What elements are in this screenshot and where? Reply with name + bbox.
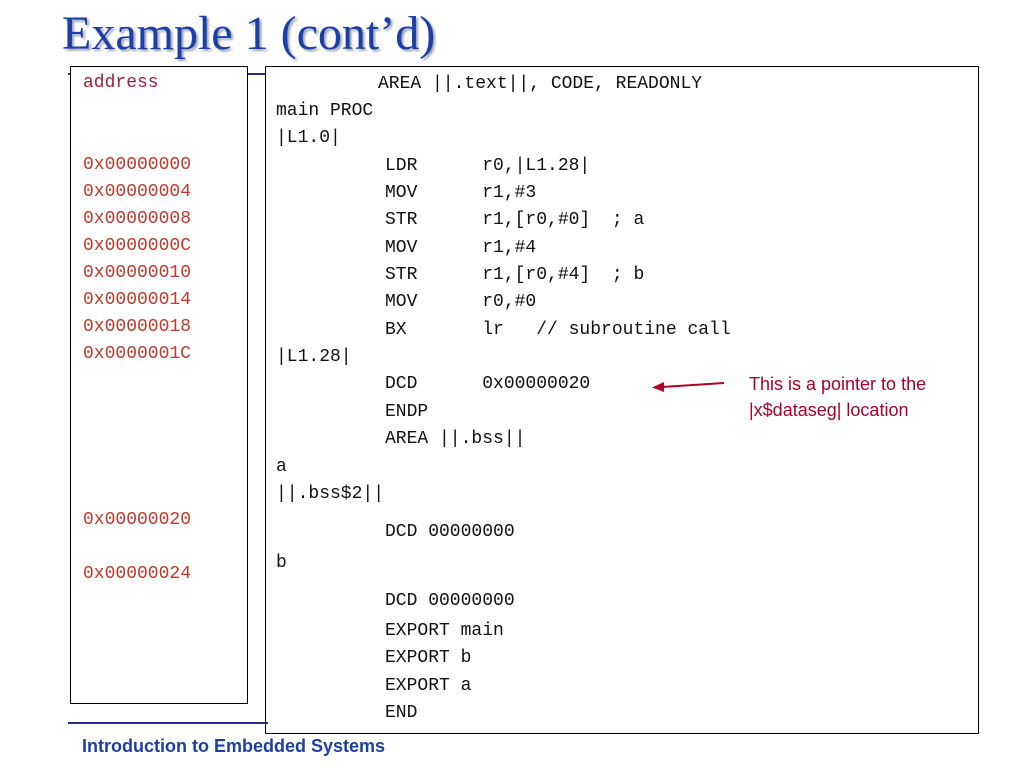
code-line: DCD 00000000 xyxy=(385,522,515,542)
address-item: 0x00000010 xyxy=(83,263,192,283)
code-line: EXPORT main xyxy=(385,621,504,641)
code-line: a xyxy=(276,457,287,477)
slide-footer: Introduction to Embedded Systems xyxy=(82,736,386,756)
pointer-arrow-icon xyxy=(652,382,725,392)
bottom-divider xyxy=(68,722,268,724)
code-line: main PROC xyxy=(276,101,374,121)
code-line: AREA ||.bss|| xyxy=(385,429,526,449)
code-line: ENDP xyxy=(385,402,429,422)
address-item: 0x00000014 xyxy=(83,290,192,310)
address-item: 0x00000020 xyxy=(83,510,192,530)
pointer-annotation: This is a pointer to the |x$dataseg| loc… xyxy=(749,371,989,423)
code-line: END xyxy=(385,703,418,723)
assembly-listing: AREA ||.text||, CODE, READONLY main PROC… xyxy=(265,66,979,734)
code-line: |L1.0| xyxy=(276,128,341,148)
address-item: 0x00000000 xyxy=(83,155,192,175)
address-item: 0x00000018 xyxy=(83,317,192,337)
code-line: ||.bss$2|| xyxy=(276,484,385,504)
address-item: 0x00000004 xyxy=(83,182,192,202)
code-line: AREA ||.text||, CODE, READONLY xyxy=(378,74,703,94)
code-line: STR r1,[r0,#4] ; b xyxy=(385,265,645,285)
address-header: address xyxy=(83,73,159,93)
code-line: b xyxy=(276,553,287,573)
address-item: 0x00000024 xyxy=(83,564,192,584)
code-line: MOV r0,#0 xyxy=(385,292,537,312)
code-line: EXPORT a xyxy=(385,676,472,696)
code-line: EXPORT b xyxy=(385,648,472,668)
code-line: DCD 0x00000020 xyxy=(385,374,591,394)
code-line: DCD 00000000 xyxy=(385,591,515,611)
code-line: MOV r1,#3 xyxy=(385,183,537,203)
address-item: 0x00000008 xyxy=(83,209,192,229)
code-line: LDR r0,|L1.28| xyxy=(385,156,591,176)
address-item: 0x0000000C xyxy=(83,236,192,256)
code-line: BX lr // subroutine call xyxy=(385,320,731,340)
slide-title: Example 1 (cont’d) xyxy=(62,7,436,60)
code-line: STR r1,[r0,#0] ; a xyxy=(385,210,645,230)
address-column: address 0x00000000 0x00000004 0x00000008… xyxy=(70,66,248,704)
annotation-line: |x$dataseg| location xyxy=(749,400,909,420)
annotation-line: This is a pointer to the xyxy=(749,374,927,394)
address-item: 0x0000001C xyxy=(83,344,192,364)
code-line: MOV r1,#4 xyxy=(385,238,537,258)
code-line: |L1.28| xyxy=(276,347,352,367)
